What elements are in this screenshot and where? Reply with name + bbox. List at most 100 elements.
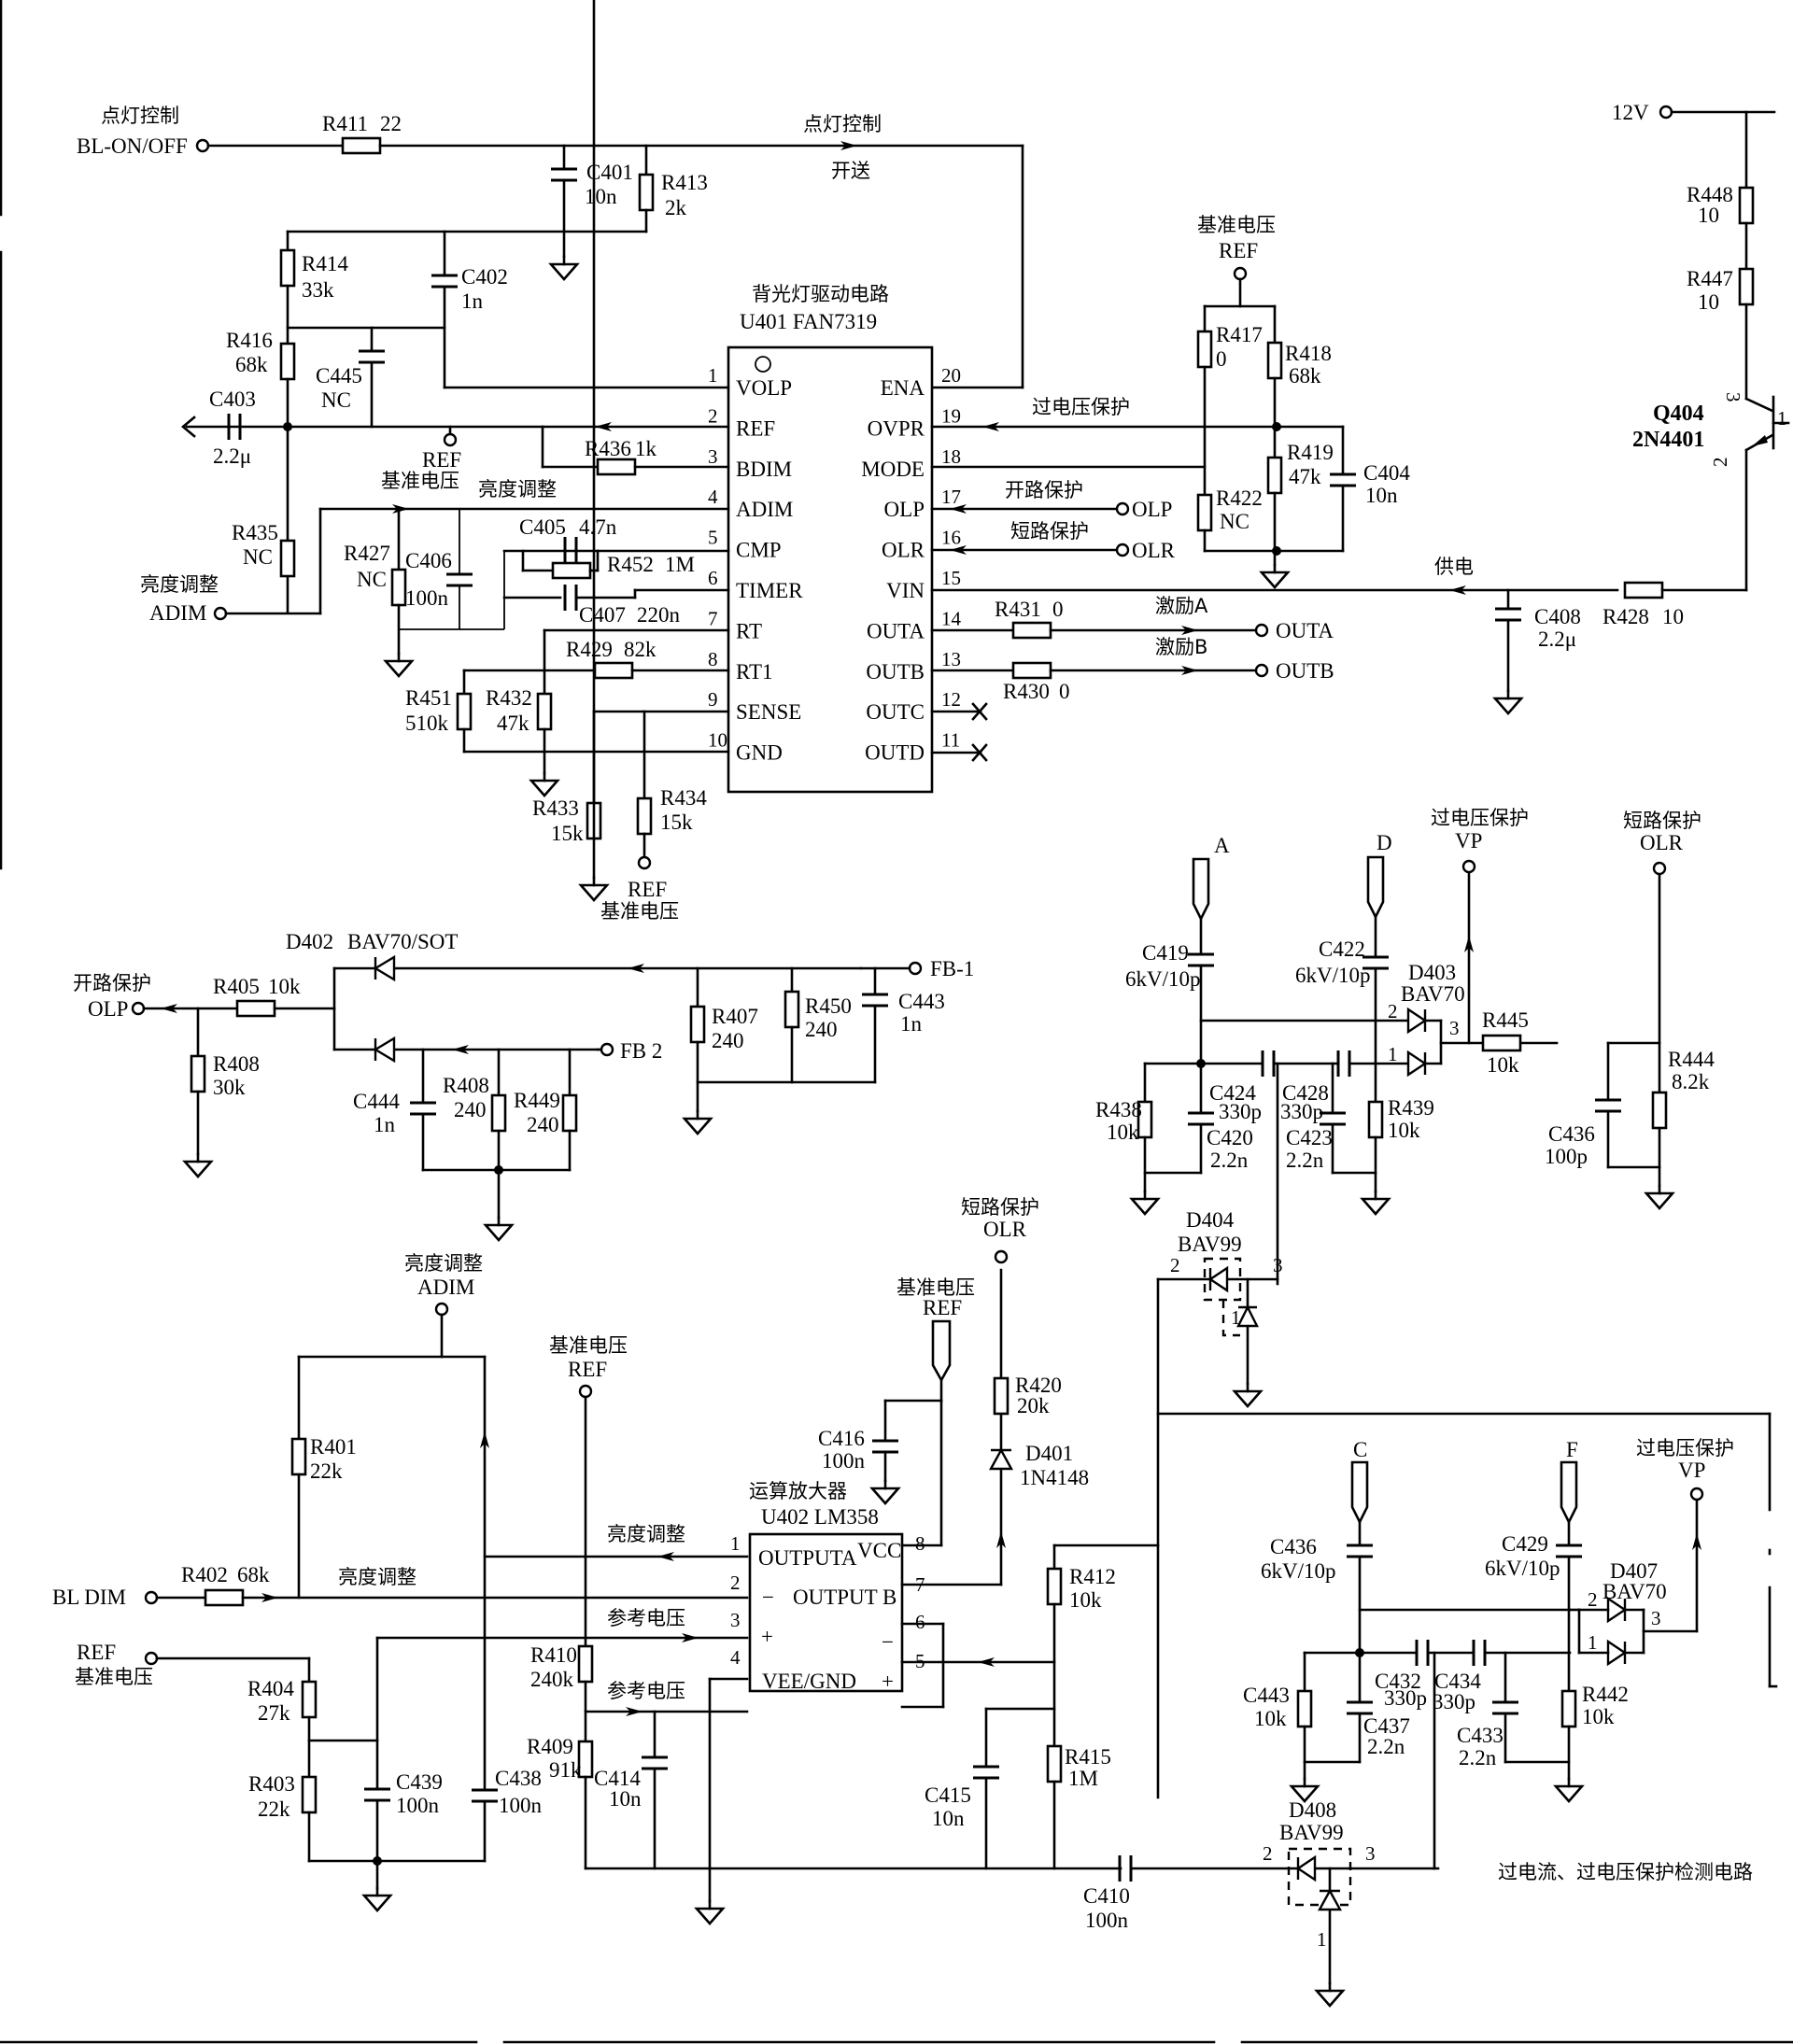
C406-value: 100n (405, 586, 449, 610)
D403-pin-3: 3 (1449, 1017, 1460, 1039)
C414-value: 10n (609, 1787, 642, 1811)
C403-label: C403 (209, 388, 256, 411)
u401-pin-name-vin: VIN (886, 579, 925, 602)
C420-label: C420 (1207, 1126, 1253, 1149)
D407-pin-2: 2 (1588, 1588, 1598, 1611)
u402-pin-1: 1 (730, 1532, 741, 1555)
u401-pin-name-ovpr: OVPR (868, 416, 925, 440)
R433-label: R433 (532, 796, 579, 820)
R436-value: 1k (635, 437, 657, 460)
sense-ref-cn: 基准电压 (600, 900, 679, 923)
C444-label: C444 (353, 1090, 400, 1113)
12v-terminal[interactable] (1659, 105, 1673, 120)
R409-label: R409 (527, 1735, 573, 1758)
D407-pin-1: 1 (1588, 1631, 1598, 1654)
u402-olr-terminal[interactable] (994, 1249, 1009, 1264)
connector-ref-icon (931, 1319, 952, 1383)
connector-D-icon (1366, 855, 1385, 920)
ref-top-terminal[interactable] (578, 1384, 593, 1399)
R403-value: 22k (258, 1797, 290, 1821)
vp-terminal[interactable] (1461, 859, 1476, 874)
ref-cn-label: 基准电压 (381, 470, 459, 492)
vp2-terminal[interactable] (1689, 1487, 1704, 1501)
bl-dim-terminal[interactable] (144, 1590, 159, 1605)
resistor-R449 (561, 1093, 578, 1133)
C436b-value: 6kV/10p (1261, 1559, 1336, 1583)
olr-terminal[interactable] (1115, 543, 1130, 557)
C438-label: C438 (495, 1767, 542, 1790)
C423-label: C423 (1286, 1126, 1333, 1149)
rt-ref-terminal[interactable] (1233, 266, 1248, 281)
R450-label: R450 (805, 994, 852, 1018)
u401-pin-number-10: 10 (708, 729, 727, 752)
resistor-R429 (593, 661, 634, 680)
ref-label: REF (422, 448, 461, 472)
R407-label: R407 (712, 1005, 758, 1028)
resistor-R418 (1266, 341, 1283, 380)
R411-label: R411 (322, 112, 368, 135)
olr-out-terminal[interactable] (1652, 861, 1667, 876)
R410-value: 240k (530, 1668, 574, 1691)
D402-label: D402 (286, 930, 333, 953)
R415-value: 1M (1068, 1767, 1098, 1790)
C416-label: C416 (818, 1427, 865, 1450)
resistor-R428 (1623, 581, 1664, 599)
sense-ref-terminal[interactable] (637, 855, 652, 870)
diode-D408b-icon (1317, 1888, 1343, 1911)
resistor-R439 (1367, 1100, 1384, 1139)
D408-package-outline (1287, 1847, 1352, 1907)
rt-ref-label: REF (1219, 239, 1258, 262)
ref-terminal[interactable] (443, 432, 458, 447)
transistor-Q404 (1744, 395, 1790, 452)
supply-cn: 供电 (1434, 556, 1474, 578)
R408b-value: 240 (454, 1098, 487, 1121)
adim-top-terminal[interactable] (434, 1302, 449, 1317)
u401-body (727, 345, 934, 794)
C443-label: C443 (898, 990, 945, 1013)
outb-terminal[interactable] (1254, 663, 1269, 678)
ref-in-terminal[interactable] (144, 1651, 159, 1666)
diode-D403b-icon (1406, 1050, 1428, 1078)
fb1-label: FB-1 (930, 957, 974, 980)
olp-out-terminal[interactable] (131, 1001, 146, 1016)
adim-top-cn: 亮度调整 (404, 1252, 483, 1275)
u402-ref-label: REF (923, 1296, 962, 1319)
no-connect-icon (971, 743, 988, 762)
R445-label: R445 (1482, 1008, 1529, 1032)
R413-value: 2k (665, 196, 687, 219)
R417-value: 0 (1216, 347, 1227, 371)
u401-pin-name-rt: RT (736, 619, 762, 642)
D407-pin-3: 3 (1651, 1607, 1661, 1629)
R405-value: 10k (268, 975, 301, 998)
R449-value: 240 (527, 1113, 559, 1136)
D407-label: D407 (1610, 1559, 1658, 1583)
olp-cn: 开路保护 (1005, 479, 1083, 501)
olp-terminal[interactable] (1115, 501, 1130, 516)
fb2-label: FB 2 (620, 1039, 662, 1063)
D404-value: BAV99 (1178, 1233, 1242, 1256)
outa-terminal[interactable] (1254, 623, 1269, 638)
C420-value: 2.2n (1210, 1149, 1249, 1172)
C424-label: C424 (1209, 1081, 1256, 1105)
R414-label: R414 (302, 252, 348, 275)
Q404-label: Q404 (1653, 402, 1704, 426)
D401-value: 1N4148 (1020, 1466, 1089, 1489)
bl-on-off-terminal[interactable] (195, 138, 210, 153)
diode-D402b-icon (373, 1036, 396, 1064)
u401-pin-number-16: 16 (941, 527, 961, 549)
diode-D402a-icon (373, 954, 396, 982)
resistor-R427 (390, 568, 407, 607)
u402-title: U402 LM358 (761, 1505, 879, 1529)
fb2-terminal[interactable] (600, 1042, 614, 1057)
C443-value: 1n (900, 1012, 923, 1036)
emitter-arrow-icon (1752, 435, 1768, 446)
fb1-terminal[interactable] (908, 961, 923, 976)
R419-label: R419 (1287, 441, 1334, 464)
R401-value: 22k (310, 1459, 343, 1483)
u402-vcc-label: VCC (857, 1539, 901, 1562)
adim-terminal[interactable] (213, 606, 228, 621)
R448-value: 10 (1698, 204, 1719, 227)
olr-out-cn: 短路保护 (1623, 810, 1701, 832)
R407-value: 240 (712, 1029, 744, 1052)
conn-F-label: F (1566, 1438, 1578, 1461)
